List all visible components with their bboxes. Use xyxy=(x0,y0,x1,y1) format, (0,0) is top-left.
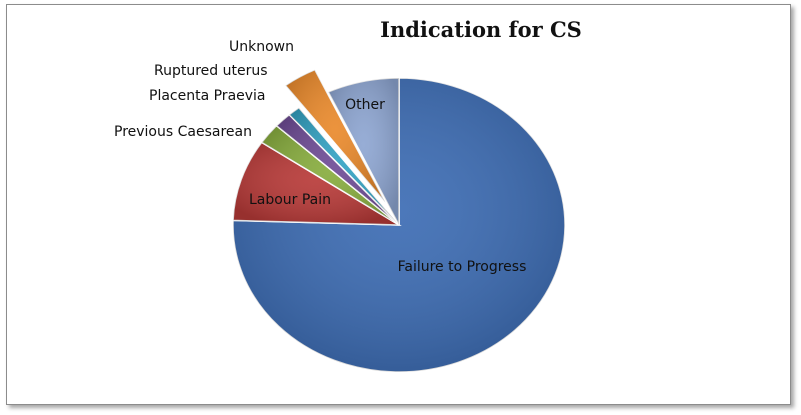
pie-slice-shade xyxy=(328,78,399,225)
slice-label-failure-to-progress: Failure to Progress xyxy=(398,259,527,275)
pie-slice-shade xyxy=(261,125,399,225)
slice-label-other: Other xyxy=(345,97,385,113)
pie-slice-shade xyxy=(285,69,386,203)
slice-label-unknown: Unknown xyxy=(229,39,294,55)
slice-label-previous-caesarean: Previous Caesarean xyxy=(114,124,252,140)
pie-slice-shade xyxy=(276,114,399,225)
slice-label-labour-pain: Labour Pain xyxy=(249,192,331,208)
chart-title: Indication for CS xyxy=(380,17,582,42)
slice-label-placenta-praevia: Placenta Praevia xyxy=(149,88,266,104)
chart-frame: Indication for CS Failure to Progress Lab… xyxy=(6,4,791,405)
pie-chart: Failure to Progress Labour Pain Previous C… xyxy=(114,39,566,373)
pie-slice-shade xyxy=(289,107,399,225)
slice-label-ruptured-uterus: Ruptured uterus xyxy=(154,63,268,79)
pie-slice-shade xyxy=(233,142,399,225)
